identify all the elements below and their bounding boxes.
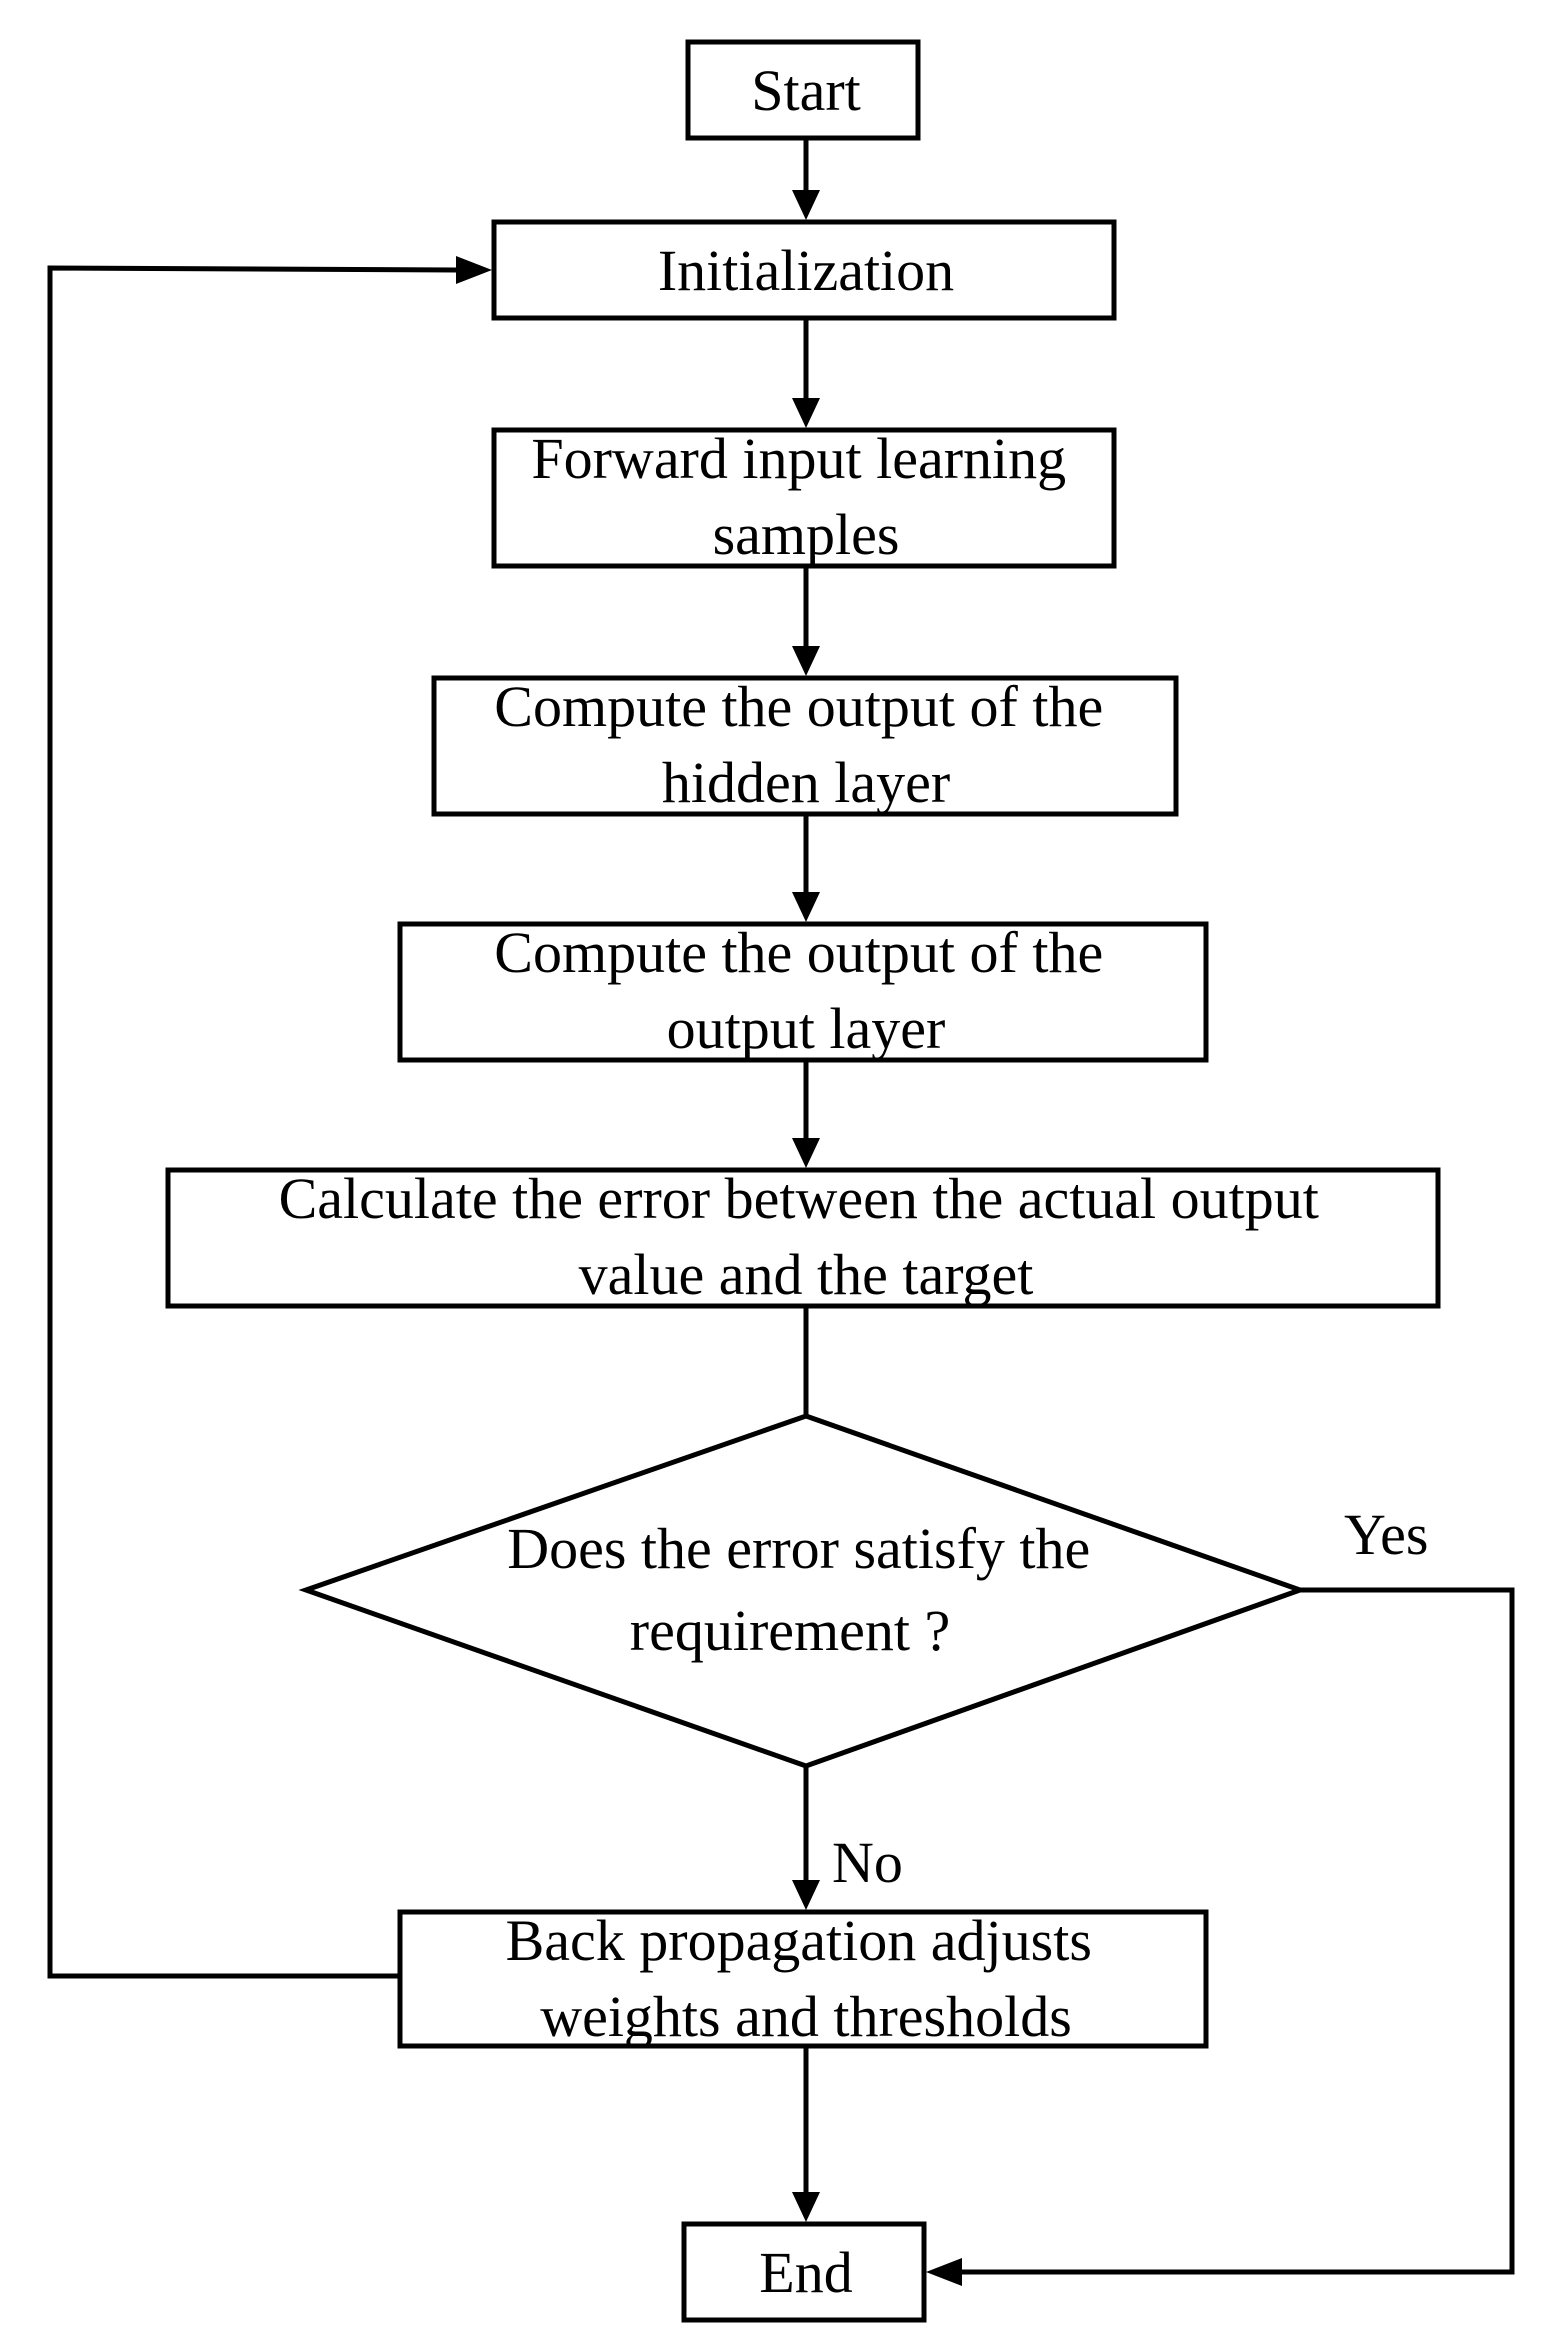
node-forward-input: Forward input learning samples — [491, 426, 1117, 569]
edge-label-no: No — [832, 1830, 903, 1895]
arrowhead-backprop — [792, 1880, 820, 1910]
node-end-box — [681, 2221, 927, 2323]
connectors — [47, 138, 1515, 2286]
node-initialization-line-1: Initialization — [658, 238, 954, 303]
node-forward-input-line-2: samples — [713, 502, 900, 567]
edge-yes-to-end — [962, 1587, 1515, 2275]
arrowhead-end-top — [792, 2192, 820, 2222]
node-compute-hidden-label: Compute the output of the hidden layer — [494, 674, 1117, 815]
node-calculate-error-box — [165, 1167, 1441, 1309]
node-decision-line-1: Does the error satisfy the — [507, 1516, 1090, 1581]
node-compute-output-box — [397, 921, 1209, 1063]
node-decision-label: Does the error satisfy the requirement ? — [507, 1516, 1105, 1663]
node-back-propagation-label: Back propagation adjusts weights and thr… — [506, 1908, 1107, 2049]
node-forward-input-line-1: Forward input learning — [531, 426, 1066, 491]
node-forward-input-box — [491, 427, 1117, 569]
node-start: Start — [685, 39, 921, 141]
node-decision-line-2: requirement ? — [630, 1598, 950, 1663]
node-initialization-box — [491, 219, 1117, 321]
node-back-propagation-box — [397, 1909, 1209, 2049]
node-back-propagation-line-1: Back propagation adjusts — [506, 1908, 1092, 1973]
arrowhead-loop-init — [456, 256, 492, 284]
node-compute-hidden-line-2: hidden layer — [662, 750, 950, 815]
node-decision-diamond — [298, 1413, 1308, 1769]
arrowhead-end-right — [926, 2258, 962, 2286]
edge-label-yes: Yes — [1344, 1502, 1428, 1567]
node-initialization-label: Initialization — [658, 238, 954, 303]
node-compute-output: Compute the output of the output layer — [397, 920, 1209, 1063]
node-back-propagation-line-2: weights and thresholds — [540, 1984, 1072, 2049]
node-initialization: Initialization — [491, 219, 1117, 321]
node-start-line-1: Start — [751, 58, 861, 123]
node-calculate-error-label: Calculate the error between the actual o… — [279, 1166, 1334, 1307]
node-compute-hidden: Compute the output of the hidden layer — [431, 674, 1179, 817]
node-compute-output-label: Compute the output of the output layer — [494, 920, 1117, 1061]
node-compute-output-line-1: Compute the output of the — [494, 920, 1103, 985]
node-calculate-error: Calculate the error between the actual o… — [165, 1166, 1441, 1309]
node-end-label: End — [759, 2240, 852, 2305]
node-start-label: Start — [751, 58, 861, 123]
arrowhead-forward — [792, 398, 820, 428]
arrowhead-hidden — [792, 646, 820, 676]
node-compute-hidden-line-1: Compute the output of the — [494, 674, 1103, 739]
node-calculate-error-line-1: Calculate the error between the actual o… — [279, 1166, 1319, 1231]
node-compute-hidden-box — [431, 675, 1179, 817]
node-compute-output-line-2: output layer — [667, 996, 946, 1061]
node-end: End — [681, 2221, 927, 2323]
node-back-propagation: Back propagation adjusts weights and thr… — [397, 1908, 1209, 2049]
node-end-line-1: End — [759, 2240, 852, 2305]
node-decision: Does the error satisfy the requirement ? — [298, 1413, 1308, 1769]
arrowhead-output — [792, 892, 820, 922]
node-forward-input-label: Forward input learning samples — [531, 426, 1080, 567]
arrowhead-init — [792, 190, 820, 220]
node-calculate-error-line-2: value and the target — [579, 1242, 1034, 1307]
edge-loop-back-to-init — [47, 265, 457, 1979]
arrowhead-error — [792, 1138, 820, 1168]
node-start-box — [685, 39, 921, 141]
